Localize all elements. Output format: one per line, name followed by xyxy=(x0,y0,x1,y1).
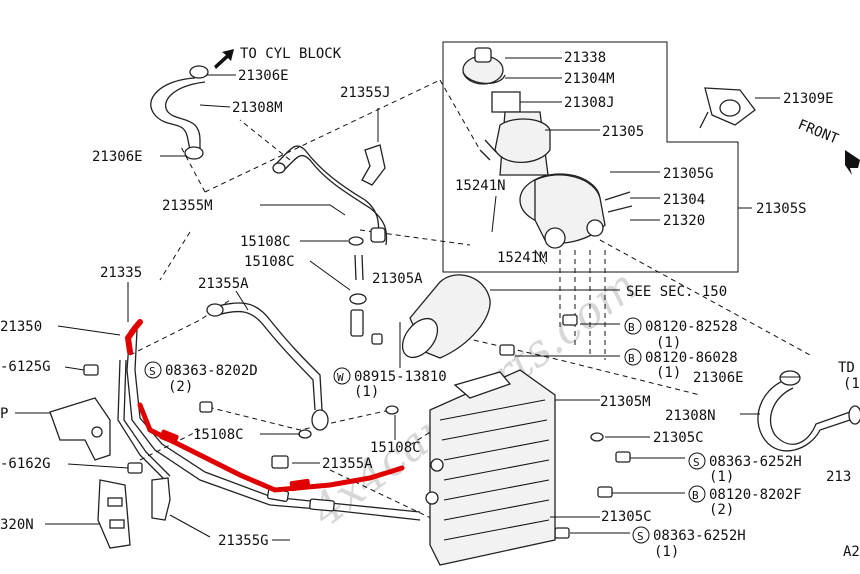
assembly-boundary-box xyxy=(442,41,739,273)
label-part-9: 21309E xyxy=(783,91,834,107)
label-part-52: A2 xyxy=(843,544,860,560)
label-part-16: 15108C xyxy=(244,254,295,270)
svg-text:B: B xyxy=(692,489,699,502)
callout-s-08363-8202d: S 08363-8202D (2) xyxy=(144,361,258,395)
label-part-36: 15108C xyxy=(370,440,421,456)
label-part-23: (1) xyxy=(656,335,681,351)
label-part-25: (2) xyxy=(168,379,193,395)
svg-text:B: B xyxy=(628,321,635,334)
label-part-30: (1) xyxy=(354,384,379,400)
label-part-13: 21320 xyxy=(663,213,705,229)
label-part-5: 21338 xyxy=(564,50,606,66)
label-part-7: 21308J xyxy=(564,95,615,111)
label-part-4: 21355M xyxy=(162,198,213,214)
label-to-cyl-block: TO CYL BLOCK xyxy=(240,46,342,62)
svg-text:S: S xyxy=(693,456,700,469)
label-part-39: (1) xyxy=(709,469,734,485)
labels: TO CYL BLOCK FRONT SEE SEC. 150 21306E 2… xyxy=(0,46,860,560)
label-part-2: 21306E xyxy=(92,149,143,165)
arrow-to-cyl-block-icon xyxy=(214,49,234,69)
svg-text:S: S xyxy=(637,530,644,543)
label-part-15: 15108C xyxy=(240,234,291,250)
label-part-10: 21305G xyxy=(663,166,714,182)
callout-s-08363-6252h-lower: S 08363-6252H (1) xyxy=(632,526,746,560)
label-front: FRONT xyxy=(796,117,842,148)
label-part-44: 21305C xyxy=(601,509,652,525)
label-part-45: 320N xyxy=(0,517,34,533)
label-leaders xyxy=(15,57,800,541)
label-see-sec: SEE SEC. 150 xyxy=(626,284,727,300)
pipe-assembly-left xyxy=(117,329,421,521)
label-part-17: 21305A xyxy=(372,271,423,287)
svg-text:W: W xyxy=(337,371,344,384)
label-part-41: -6162G xyxy=(0,456,51,472)
label-part-38: 08363-6252H xyxy=(709,454,802,470)
label-part-51: 213 xyxy=(826,469,851,485)
callout-w-08915-13810: W 08915-13810 (1) xyxy=(333,367,447,400)
front-arrow-icon xyxy=(845,150,860,175)
label-part-33: 21305M xyxy=(600,394,651,410)
label-part-0: 21306E xyxy=(238,68,289,84)
bracket-left-upper xyxy=(49,397,111,461)
oil-cooler-21305m xyxy=(425,369,556,566)
label-part-24: 08363-8202D xyxy=(165,363,258,379)
callout-s-08363-6252h-upper: S 08363-6252H (1) xyxy=(688,452,802,485)
label-part-11: 15241N xyxy=(455,178,506,194)
label-part-43: (2) xyxy=(709,502,734,518)
oil-filter xyxy=(401,274,620,359)
label-part-19: 21335 xyxy=(100,265,142,281)
label-part-29: 08915-13810 xyxy=(354,369,447,385)
label-part-46: 21355G xyxy=(218,533,269,549)
gasket-21309e xyxy=(699,87,780,129)
label-part-8: 21305 xyxy=(602,124,644,140)
label-part-18: 15241M xyxy=(497,250,548,266)
bracket-left-lower xyxy=(97,479,131,549)
label-part-34: P xyxy=(0,406,8,422)
label-part-42: 08120-8202F xyxy=(709,487,802,503)
callout-b-08120-82528: B 08120-82528 (1) xyxy=(624,317,738,351)
hose-21355a-upper xyxy=(206,302,329,431)
label-part-21: 21350 xyxy=(0,319,42,335)
label-part-12: 21304 xyxy=(663,192,705,208)
label-part-14: 21305S xyxy=(756,201,807,217)
callout-b-08120-8202f: B 08120-8202F (2) xyxy=(688,485,802,518)
label-part-40: 21355A xyxy=(322,456,373,472)
label-part-50: (1 xyxy=(843,376,860,392)
clip-lower xyxy=(151,477,171,521)
label-part-35: 15108C xyxy=(193,427,244,443)
label-part-22: 08120-82528 xyxy=(645,319,738,335)
label-part-32: 21308N xyxy=(665,408,716,424)
label-part-3: 21355J xyxy=(340,85,391,101)
label-part-1: 21308M xyxy=(232,100,283,116)
callout-b-08120-86028: B 08120-86028 (1) xyxy=(624,348,738,381)
svg-text:B: B xyxy=(628,352,635,365)
label-part-6: 21304M xyxy=(564,71,615,87)
label-part-26: 08120-86028 xyxy=(645,350,738,366)
label-part-20: 21355A xyxy=(198,276,249,292)
label-part-48: (1) xyxy=(654,544,679,560)
label-part-37: 21305C xyxy=(653,430,704,446)
label-part-49: TD xyxy=(838,360,855,376)
hose-21308n xyxy=(757,370,860,452)
washer-stack xyxy=(348,236,367,337)
highlighted-hose-21355a xyxy=(124,319,405,493)
svg-text:S: S xyxy=(149,365,156,378)
hose-21355m xyxy=(272,145,388,246)
bracket-21355j xyxy=(361,108,386,186)
label-part-28: 21306E xyxy=(693,370,744,386)
label-part-27: (1) xyxy=(656,365,681,381)
egr-valve-assembly xyxy=(462,47,633,249)
hose-21308m xyxy=(150,65,209,160)
label-part-31: -6125G xyxy=(0,359,51,375)
label-part-47: 08363-6252H xyxy=(653,528,746,544)
